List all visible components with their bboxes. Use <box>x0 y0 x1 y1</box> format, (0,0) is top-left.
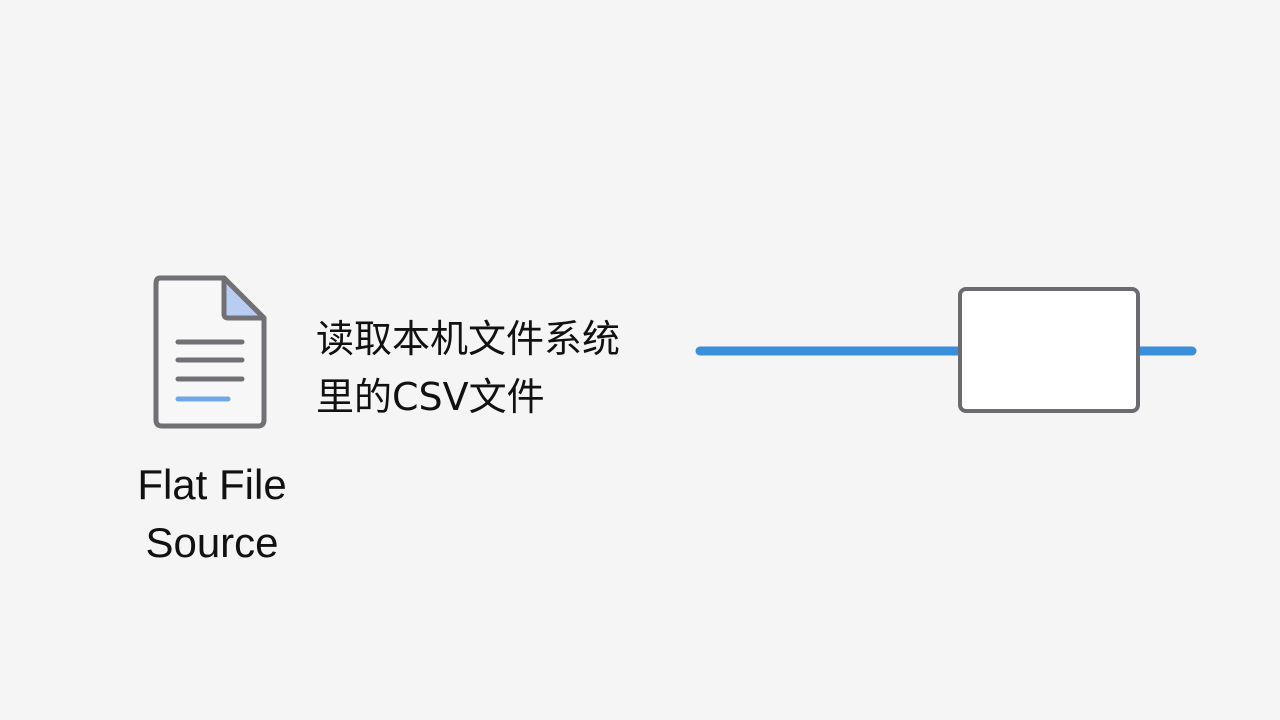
document-icon[interactable] <box>152 274 268 430</box>
description-line2: 里的CSV文件 <box>316 375 545 419</box>
description-text: 读取本机文件系统 里的CSV文件 <box>316 310 696 426</box>
target-node-box[interactable] <box>958 287 1140 413</box>
source-node-label: Flat File Source <box>112 456 312 572</box>
source-label-line2: Source <box>145 519 279 566</box>
description-line1: 读取本机文件系统 <box>316 317 621 361</box>
source-label-line1: Flat File <box>137 461 287 508</box>
